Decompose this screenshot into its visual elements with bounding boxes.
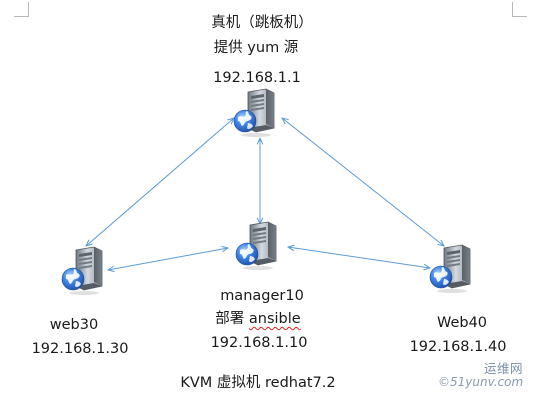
web30-ip: 192.168.1.30 xyxy=(31,341,129,357)
link-web30-manager xyxy=(108,248,228,270)
web40-ip: 192.168.1.40 xyxy=(409,339,507,355)
manager-server-icon xyxy=(234,221,280,271)
web30-server-icon xyxy=(60,246,106,296)
site-watermark: 运维网 ©51yunv.com xyxy=(438,358,550,394)
page-corner-mark-left xyxy=(14,2,29,17)
manager-ip: 192.168.1.10 xyxy=(210,335,308,351)
host-server-icon xyxy=(232,88,278,138)
host-role: 提供 yum 源 xyxy=(213,40,299,56)
link-host-web40 xyxy=(282,118,444,246)
page-corner-mark-right xyxy=(512,2,527,17)
web30-name: web30 xyxy=(49,317,99,333)
host-ip: 192.168.1.1 xyxy=(213,70,301,86)
link-manager-web40 xyxy=(288,247,430,268)
manager-name: manager10 xyxy=(220,288,304,304)
watermark-site-name: 运维网 xyxy=(484,361,524,376)
manager-role: 部署 ansible xyxy=(215,310,300,328)
manager-role-tool: ansible xyxy=(248,311,301,327)
watermark-site-url: ©51yunv.com xyxy=(438,375,524,389)
web40-name: Web40 xyxy=(436,315,488,331)
link-host-web30 xyxy=(86,118,234,246)
manager-role-prefix: 部署 xyxy=(215,311,249,327)
diagram-caption: KVM 虚拟机 redhat7.2 xyxy=(180,375,336,391)
host-title: 真机（跳板机） xyxy=(211,15,313,31)
web40-server-icon xyxy=(428,244,474,294)
